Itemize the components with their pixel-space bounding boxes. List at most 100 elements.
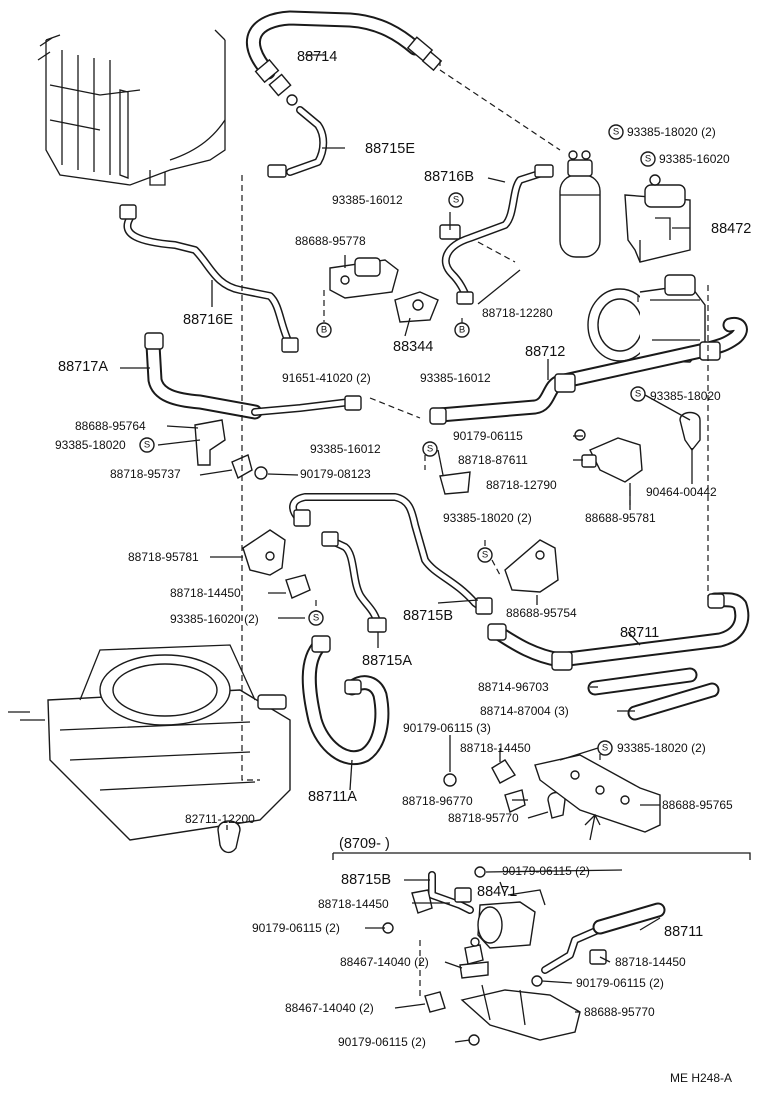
hose-88711 xyxy=(487,592,750,671)
routing-lines xyxy=(241,60,709,1000)
label-88718-95770: 88718-95770 xyxy=(448,811,519,825)
svg-text:B: B xyxy=(459,325,465,336)
pipe-88715E xyxy=(267,106,328,178)
label-88718-96770: 88718-96770 xyxy=(402,794,473,808)
screw-symbol: S xyxy=(139,437,155,453)
pipe-88715B-mid xyxy=(289,493,493,615)
svg-text:S: S xyxy=(635,389,641,400)
label-88471: 88471 xyxy=(477,884,517,900)
clamp-88718-12790 xyxy=(439,471,471,495)
pressure-switch-88472 xyxy=(624,174,691,263)
label-93385-16012: 93385-16012 xyxy=(420,371,491,385)
label-88688-95778: 88688-95778 xyxy=(295,234,366,248)
svg-text:S: S xyxy=(144,440,150,451)
bracket-88688-95754 xyxy=(504,539,559,593)
clamp-88718-14450-mid xyxy=(491,759,517,784)
sleeve-88714-87004 xyxy=(627,682,720,721)
label-90179-06115: 90179-06115 (2) xyxy=(252,921,340,935)
label-93385-18020: 93385-18020 (2) xyxy=(627,125,716,139)
clamp-82711-12200 xyxy=(217,820,241,854)
svg-text:S: S xyxy=(313,613,319,624)
bolt-symbol: B xyxy=(316,322,332,338)
label-90179-08123: 90179-08123 xyxy=(300,467,371,481)
screw-symbol: S xyxy=(448,192,464,208)
label-88714: 88714 xyxy=(297,49,337,65)
label-88688-95781: 88688-95781 xyxy=(585,511,656,525)
label-88718-14450: 88718-14450 xyxy=(318,897,389,911)
label-88711: 88711 xyxy=(620,625,659,641)
screw-symbol: S xyxy=(597,740,613,756)
label-88718-87611: 88718-87611 xyxy=(458,453,528,467)
label-93385-16020: 93385-16020 (2) xyxy=(170,612,259,626)
label-88718-14450: 88718-14450 xyxy=(615,955,686,969)
svg-text:S: S xyxy=(453,195,459,206)
label-91651-41020: 91651-41020 (2) xyxy=(282,371,371,385)
label-88714-87004: 88714-87004 (3) xyxy=(480,704,569,718)
sleeve-88714-96703 xyxy=(587,667,698,696)
bolt-symbol: B xyxy=(454,322,470,338)
label-93385-16020: 93385-16020 xyxy=(659,152,730,166)
label-93385-18020: 93385-18020 (2) xyxy=(617,741,706,755)
clamp-88718-95737 xyxy=(231,454,268,480)
label-88688-95754: 88688-95754 xyxy=(506,606,577,620)
part-labels: 88714 88715E 88716B 93385-16012 93385-18… xyxy=(55,49,751,1085)
unit-assembly-bottom-left xyxy=(8,644,291,841)
clamp-88718-14450-left xyxy=(285,574,311,599)
evaporator-unit xyxy=(37,29,226,186)
receiver-drier xyxy=(559,150,601,258)
label-88715B: 88715B xyxy=(403,608,453,624)
label-82711-12200: 82711-12200 xyxy=(185,812,255,826)
label-88715A: 88715A xyxy=(362,653,412,669)
label-88716B: 88716B xyxy=(424,169,474,185)
label-88711A: 88711A xyxy=(308,789,357,805)
label-88688-95770: 88688-95770 xyxy=(584,1005,655,1019)
clamp-90464-00442 xyxy=(679,411,701,452)
screw-symbol: S xyxy=(640,151,656,167)
valve-88718-87611 xyxy=(574,429,643,483)
screw-symbol: S xyxy=(630,386,646,402)
label-88718-12790: 88718-12790 xyxy=(486,478,557,492)
screw-symbol: S xyxy=(608,124,624,140)
svg-text:S: S xyxy=(482,550,488,561)
bracket-88688-95778 xyxy=(329,257,399,299)
pipe-88716E xyxy=(119,204,299,353)
label-93385-16012: 93385-16012 xyxy=(310,442,381,456)
bracket-88718-95781-left xyxy=(242,529,286,576)
label-88688-95764: 88688-95764 xyxy=(75,419,146,433)
label-88344: 88344 xyxy=(393,339,433,355)
label-93385-18020: 93385-18020 (2) xyxy=(443,511,532,525)
inset-8709 xyxy=(332,852,751,1046)
svg-text:B: B xyxy=(321,325,327,336)
label-90179-06115: 90179-06115 xyxy=(453,429,523,443)
screw-symbols: S S S B B S S S S S S xyxy=(139,124,656,756)
hose-88711A xyxy=(301,635,390,765)
pipe-88715A xyxy=(321,531,387,633)
label-88718-14450: 88718-14450 xyxy=(170,586,241,600)
label-93385-16012: 93385-16012 xyxy=(332,193,403,207)
clamp-88718-96770 xyxy=(504,789,526,813)
screw-symbol: S xyxy=(308,610,324,626)
clamp-88688-95764 xyxy=(194,419,226,466)
label-90179-06115: 90179-06115 (2) xyxy=(502,864,590,878)
label-90179-06115: 90179-06115 (2) xyxy=(338,1035,426,1049)
label-88467-14040: 88467-14040 (2) xyxy=(340,955,429,969)
label-88472: 88472 xyxy=(711,221,751,237)
label-93385-18020: 93385-18020 xyxy=(55,438,126,452)
bracket-88688-95765 xyxy=(534,754,661,841)
label-inset-header: (8709- ) xyxy=(339,836,390,852)
label-88716E: 88716E xyxy=(183,312,233,328)
label-88718-14450: 88718-14450 xyxy=(460,741,531,755)
svg-text:S: S xyxy=(602,743,608,754)
label-88712: 88712 xyxy=(525,344,565,360)
label-88715E: 88715E xyxy=(365,141,415,157)
compressor xyxy=(587,274,706,363)
label-88718-95781: 88718-95781 xyxy=(128,550,199,564)
pipe-88716B xyxy=(439,164,554,305)
label-88688-95765: 88688-95765 xyxy=(662,798,733,812)
label-90179-06115: 90179-06115 (2) xyxy=(576,976,664,990)
label-88717A: 88717A xyxy=(58,359,108,375)
label-88715B: 88715B xyxy=(341,872,391,888)
label-88714-96703: 88714-96703 xyxy=(478,680,549,694)
label-88718-95737: 88718-95737 xyxy=(110,467,181,481)
label-88711: 88711 xyxy=(664,924,703,940)
